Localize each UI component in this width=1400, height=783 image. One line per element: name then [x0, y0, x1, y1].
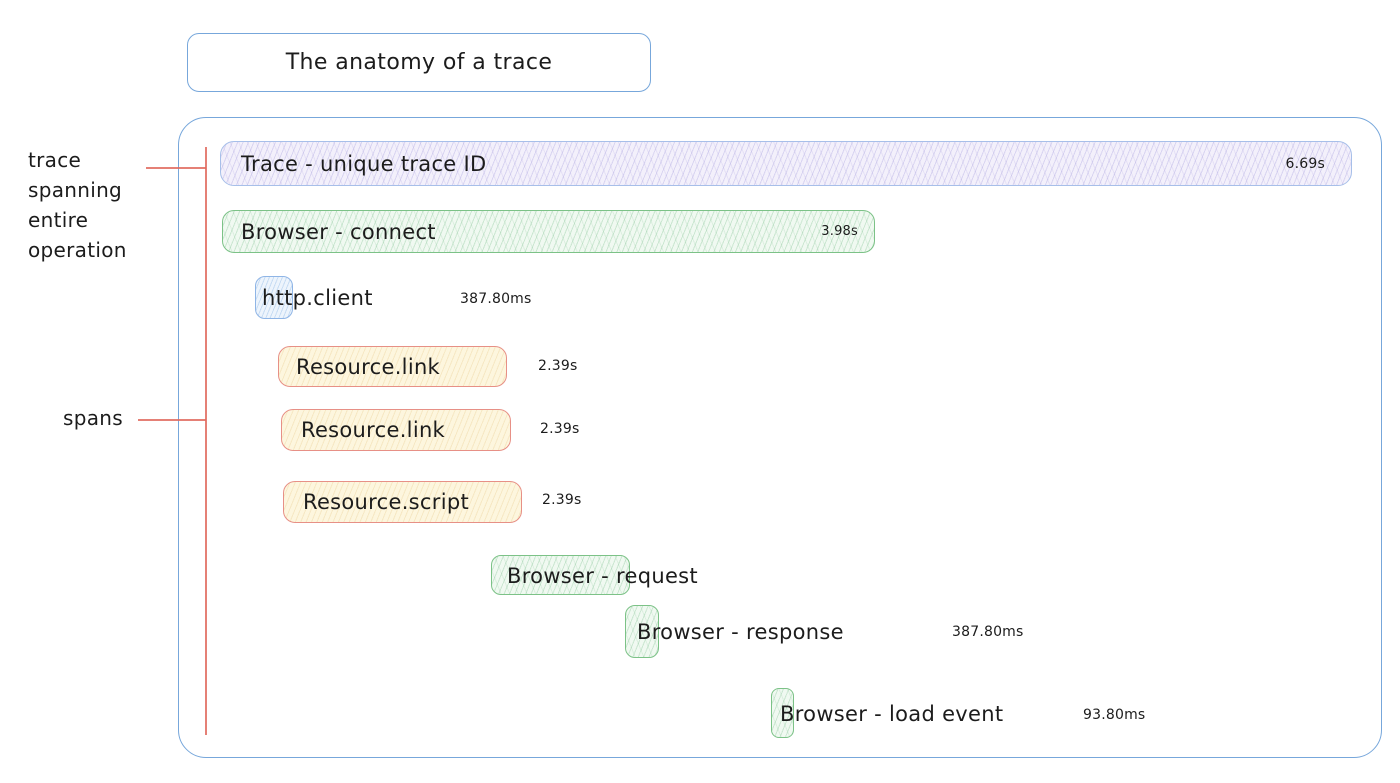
page-title: The anatomy of a trace — [285, 50, 553, 75]
span-duration-resource-script: 2.39s — [542, 492, 582, 508]
span-duration-http-client: 387.80ms — [460, 291, 532, 307]
span-label-browser-connect: Browser - connect — [241, 219, 436, 244]
span-duration-browser-connect: 3.98s — [821, 224, 858, 239]
title-box: The anatomy of a trace — [187, 33, 651, 92]
span-box-resource-link-2: Resource.link — [281, 409, 511, 451]
span-box-resource-script: Resource.script — [283, 481, 522, 523]
span-box-browser-load-event — [771, 688, 794, 738]
span-label-browser-load-event: Browser - load event — [780, 702, 1004, 726]
annotation-trace-spanning: trace spanning entire operation — [28, 148, 127, 262]
span-label-resource-link-1: Resource.link — [296, 354, 441, 379]
span-label-browser-response: Browser - response — [637, 620, 844, 644]
span-label-trace: Trace - unique trace ID — [241, 151, 487, 176]
span-bar-trace: Trace - unique trace ID 6.69s — [220, 141, 1352, 186]
span-box-browser-response — [625, 605, 659, 658]
span-bar-browser-connect: Browser - connect 3.98s — [222, 210, 875, 253]
span-box-http-client — [255, 276, 293, 319]
span-label-resource-link-2: Resource.link — [301, 418, 446, 442]
span-label-resource-script: Resource.script — [303, 490, 469, 514]
span-duration-trace: 6.69s — [1285, 155, 1325, 172]
spans-leader-line — [138, 419, 206, 421]
span-label-browser-request: Browser - request — [507, 564, 698, 588]
span-box-browser-request — [491, 555, 630, 595]
span-label-http-client: http.client — [262, 286, 373, 310]
trace-boundary-box — [178, 117, 1382, 758]
span-duration-resource-link-1: 2.39s — [538, 358, 578, 374]
span-duration-resource-link-2: 2.39s — [540, 421, 580, 437]
trace-leader-line — [146, 167, 206, 169]
span-duration-browser-load-event: 93.80ms — [1083, 707, 1146, 723]
span-duration-browser-response: 387.80ms — [952, 624, 1024, 640]
annotation-spans: spans — [63, 406, 123, 430]
span-box-resource-link-1: Resource.link — [278, 346, 507, 387]
spans-axis-line — [205, 147, 207, 735]
